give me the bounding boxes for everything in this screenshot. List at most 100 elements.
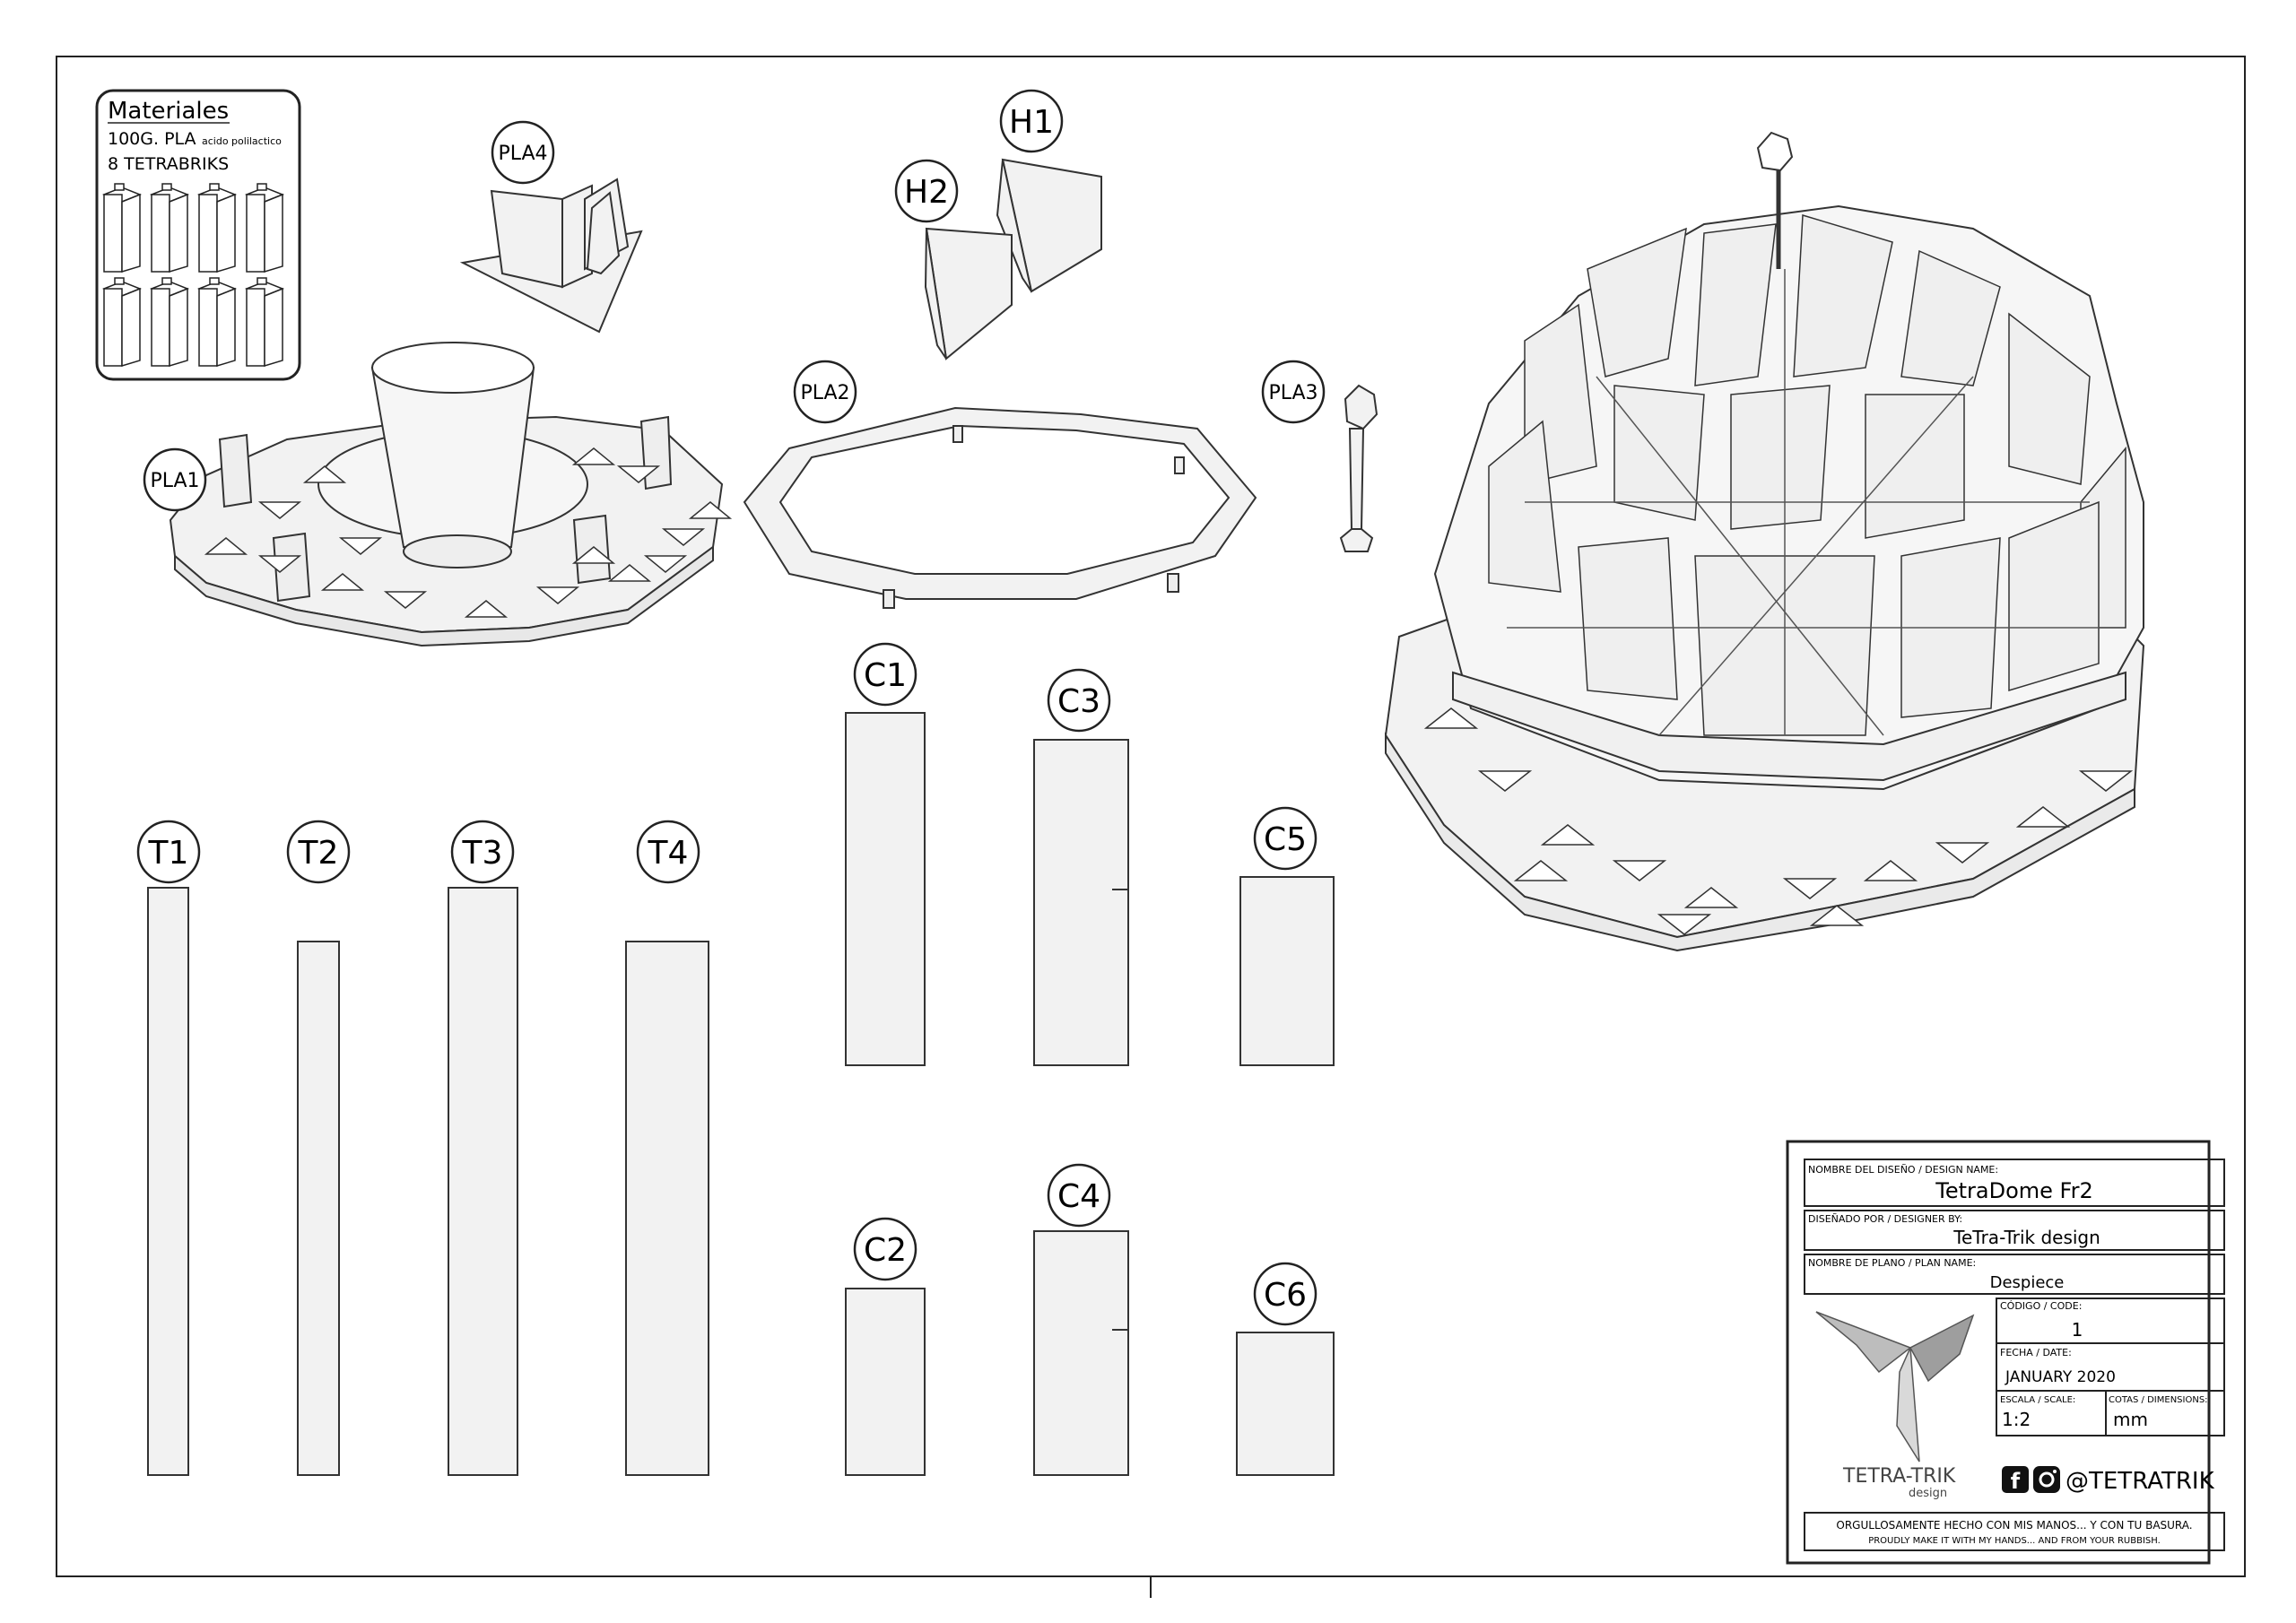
code-value: 1 bbox=[2072, 1319, 2083, 1341]
label-pla2: PLA2 bbox=[793, 360, 857, 424]
label-h1: H1 bbox=[999, 89, 1064, 153]
label-t1-text: T1 bbox=[148, 835, 189, 872]
label-t3-text: T3 bbox=[462, 835, 503, 872]
dome-panel bbox=[1865, 394, 1965, 539]
dome-panel bbox=[1613, 385, 1705, 521]
label-h1-text: H1 bbox=[1009, 104, 1054, 141]
materials-tetrabrik-line: 8 TETRABRIKS bbox=[108, 154, 229, 174]
dome-panel bbox=[1694, 223, 1777, 386]
tetrabrik-carton-icon bbox=[101, 183, 143, 273]
triangle-hole bbox=[383, 591, 428, 609]
label-t4: T4 bbox=[636, 820, 700, 884]
label-h2-text: H2 bbox=[904, 174, 949, 211]
social-handle: @TETRATRIK bbox=[2066, 1468, 2215, 1495]
label-t2: T2 bbox=[286, 820, 351, 884]
strip-c2 bbox=[845, 1288, 926, 1476]
dome-strut bbox=[1596, 376, 1884, 736]
dome-base-holes bbox=[1423, 707, 2134, 935]
triangle-hole bbox=[607, 564, 652, 582]
instagram-icon bbox=[2033, 1466, 2060, 1493]
label-pla2-text: PLA2 bbox=[800, 382, 849, 404]
part-h2-drawing bbox=[924, 227, 1013, 360]
logo-wordmark: TETRA-TRIK bbox=[1842, 1465, 1956, 1488]
label-c3: C3 bbox=[1047, 668, 1111, 733]
dome-panel bbox=[1730, 385, 1831, 530]
label-c2-text: C2 bbox=[864, 1232, 907, 1269]
title-block bbox=[1786, 1140, 2225, 1565]
strip-c3 bbox=[1033, 739, 1129, 1066]
triangle-hole bbox=[1423, 707, 1479, 729]
plan-name-label: NOMBRE DE PLANO / PLAN NAME: bbox=[1808, 1257, 1976, 1269]
footer-spanish: ORGULLOSAMENTE HECHO CON MIS MANOS... Y … bbox=[1836, 1519, 2192, 1532]
tetrabrik-carton-icon bbox=[196, 183, 238, 273]
svg-text:f: f bbox=[2011, 1469, 2021, 1494]
triangle-hole bbox=[643, 555, 688, 573]
triangle-hole bbox=[2015, 806, 2071, 828]
materials-pla-line: 100G. PLA bbox=[108, 129, 196, 149]
pla1-triangle-holes bbox=[204, 447, 733, 618]
label-c1: C1 bbox=[853, 642, 918, 707]
dome-panel bbox=[1488, 420, 1561, 593]
dimensions-value: mm bbox=[2113, 1409, 2148, 1430]
dimensions-label: COTAS / DIMENSIONS: bbox=[2109, 1395, 2208, 1405]
strip-t3 bbox=[448, 887, 518, 1476]
label-c1-text: C1 bbox=[864, 657, 907, 694]
facebook-icon: f bbox=[2002, 1466, 2029, 1494]
triangle-hole bbox=[1657, 914, 1712, 935]
label-c2: C2 bbox=[853, 1217, 918, 1281]
label-c3-text: C3 bbox=[1057, 683, 1100, 720]
strip-c5 bbox=[1239, 876, 1335, 1066]
label-pla1: PLA1 bbox=[143, 447, 207, 512]
label-c4: C4 bbox=[1047, 1163, 1111, 1228]
tetratrik-logo-icon bbox=[1815, 1311, 1975, 1462]
label-pla3: PLA3 bbox=[1261, 360, 1326, 424]
label-t2-text: T2 bbox=[298, 835, 339, 872]
tetrabrik-carton-icon bbox=[244, 183, 285, 273]
date-value: JANUARY 2020 bbox=[2005, 1368, 2116, 1386]
triangle-hole bbox=[2078, 770, 2134, 792]
dome-panel bbox=[2008, 312, 2091, 485]
triangle-hole bbox=[1863, 860, 1918, 881]
label-pla4-text: PLA4 bbox=[498, 143, 547, 165]
part-pla4-drawing bbox=[459, 178, 643, 334]
date-label: FECHA / DATE: bbox=[2000, 1347, 2072, 1358]
label-pla3-text: PLA3 bbox=[1268, 382, 1318, 404]
label-h2: H2 bbox=[894, 159, 959, 223]
design-name-label: NOMBRE DEL DISEÑO / DESIGN NAME: bbox=[1808, 1164, 1998, 1176]
footer-english: PROUDLY MAKE IT WITH MY HANDS... AND FRO… bbox=[1868, 1536, 2161, 1546]
triangle-hole bbox=[661, 528, 706, 546]
triangle-hole bbox=[1513, 860, 1569, 881]
materials-title: Materiales bbox=[108, 98, 229, 125]
label-c6-text: C6 bbox=[1264, 1277, 1307, 1314]
dome-triangle-panels bbox=[1488, 214, 2126, 736]
part-h1-drawing bbox=[996, 158, 1102, 293]
triangle-hole bbox=[320, 573, 365, 591]
tetrabrik-carton-icon bbox=[196, 277, 238, 368]
triangle-hole bbox=[1935, 842, 1990, 864]
tetrabrik-carton-icon bbox=[244, 277, 285, 368]
label-pla1-text: PLA1 bbox=[150, 470, 199, 492]
label-t3: T3 bbox=[450, 820, 515, 884]
strip-c1 bbox=[845, 712, 926, 1066]
dome-panel bbox=[1793, 214, 1893, 378]
triangle-hole bbox=[1782, 878, 1838, 899]
strip-t2 bbox=[297, 941, 340, 1476]
dome-strut bbox=[1658, 376, 1974, 736]
label-t4-text: T4 bbox=[648, 835, 689, 872]
label-c4-text: C4 bbox=[1057, 1178, 1100, 1215]
tetrabrik-cartons-icon bbox=[101, 183, 285, 368]
designer-label: DISEÑADO POR / DESIGNER BY: bbox=[1808, 1213, 1962, 1225]
design-name-value: TetraDome Fr2 bbox=[1935, 1178, 2092, 1203]
strip-t1 bbox=[147, 887, 189, 1476]
label-c5: C5 bbox=[1253, 806, 1318, 871]
triangle-hole bbox=[688, 501, 733, 519]
triangle-hole bbox=[616, 465, 661, 483]
dome-panel bbox=[1900, 249, 2001, 386]
triangle-hole bbox=[464, 600, 509, 618]
triangle-hole bbox=[302, 465, 347, 483]
plan-name-value: Despiece bbox=[1990, 1273, 2065, 1292]
triangle-hole bbox=[204, 537, 248, 555]
label-c6: C6 bbox=[1253, 1262, 1318, 1326]
triangle-hole bbox=[1612, 860, 1667, 881]
